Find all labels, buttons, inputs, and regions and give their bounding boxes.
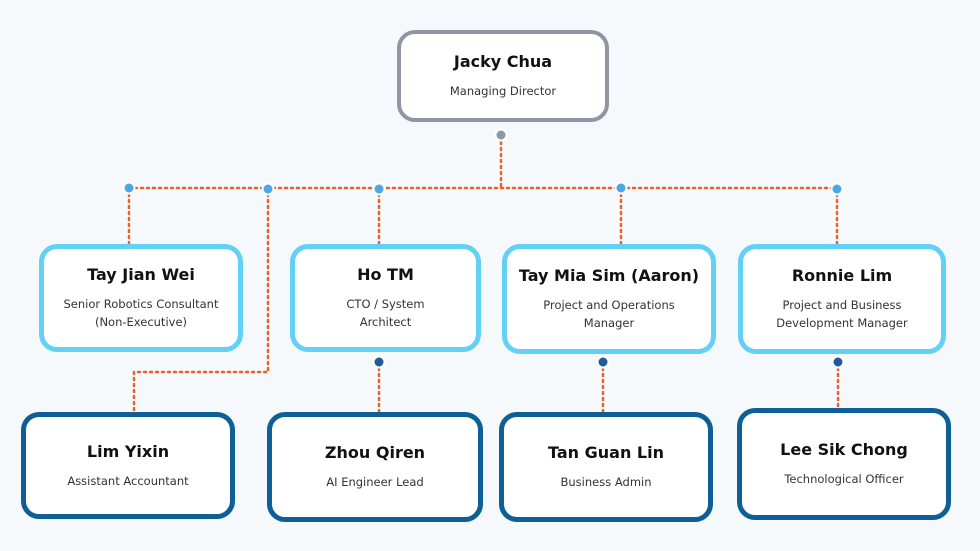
connector-dot-ho xyxy=(372,355,386,369)
node-role: Technological Officer xyxy=(784,472,904,486)
connector-dot-ronnie xyxy=(831,355,845,369)
connector-dot-top xyxy=(494,128,508,142)
connector-dot-bus-3 xyxy=(372,182,386,196)
node-name: Tay Jian Wei xyxy=(87,265,195,284)
node-lee-sik-chong: Lee Sik Chong Technological Officer xyxy=(737,408,951,520)
node-role: Managing Director xyxy=(449,84,557,98)
node-name: Ronnie Lim xyxy=(791,266,893,285)
node-managing-director: Jacky Chua Managing Director xyxy=(397,30,609,122)
connector-dot-bus-4 xyxy=(614,181,628,195)
node-role: Project and Business Development Manager xyxy=(776,298,908,330)
node-role: Business Admin xyxy=(560,475,652,489)
node-name: Tan Guan Lin xyxy=(548,443,664,462)
node-name: Zhou Qiren xyxy=(324,443,426,462)
connector-dot-bus-1 xyxy=(122,181,136,195)
connector-dot-bus-5 xyxy=(830,182,844,196)
node-zhou-qiren: Zhou Qiren AI Engineer Lead xyxy=(267,412,483,522)
connector-to-lim-yixin xyxy=(132,186,270,414)
node-name: Tay Mia Sim (Aaron) xyxy=(518,266,700,285)
node-tay-jian-wei: Tay Jian Wei Senior Robotics Consultant … xyxy=(39,244,243,352)
node-role: CTO / System Architect xyxy=(346,297,425,329)
node-name: Lim Yixin xyxy=(86,441,170,461)
node-name: Ho TM xyxy=(357,265,414,284)
node-role: Senior Robotics Consultant (Non-Executiv… xyxy=(63,297,219,329)
node-role: Project and Operations Manager xyxy=(543,298,675,330)
node-lim-yixin: Lim Yixin Assistant Accountant xyxy=(21,412,235,519)
node-name: Jacky Chua xyxy=(453,52,553,71)
node-role: AI Engineer Lead xyxy=(326,475,424,489)
connector-dot-bus-2 xyxy=(261,182,275,196)
node-tan-guan-lin: Tan Guan Lin Business Admin xyxy=(499,412,713,522)
connector-dot-tay xyxy=(596,355,610,369)
node-role: Assistant Accountant xyxy=(67,473,189,488)
node-ronnie-lim: Ronnie Lim Project and Business Developm… xyxy=(738,244,946,354)
node-tay-mia-sim: Tay Mia Sim (Aaron) Project and Operatio… xyxy=(502,244,716,354)
node-ho-tm: Ho TM CTO / System Architect xyxy=(290,244,481,352)
node-name: Lee Sik Chong xyxy=(780,440,908,459)
